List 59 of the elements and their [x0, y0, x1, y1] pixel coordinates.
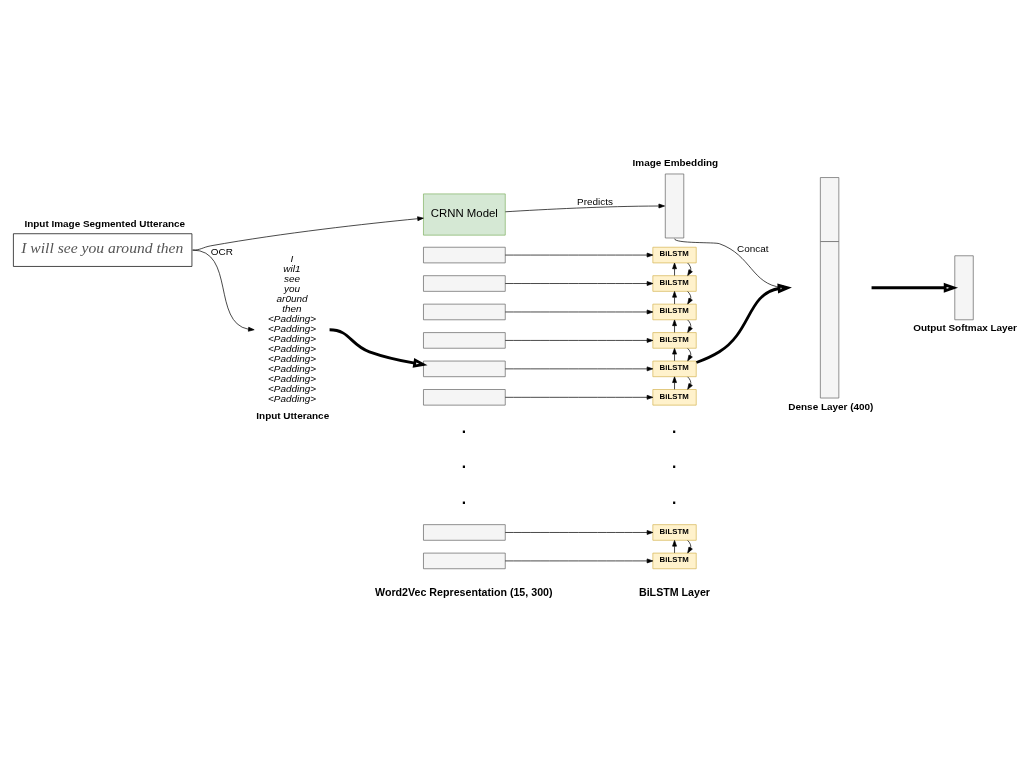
label: . [461, 454, 467, 472]
node-box [423, 389, 506, 406]
arrow [687, 540, 693, 554]
node-box: BiLSTM [652, 389, 697, 406]
node-box: BiLSTM [652, 552, 697, 570]
label: . [672, 489, 677, 507]
arrow [192, 249, 255, 332]
node-label: Image Embedding [632, 157, 719, 169]
arrow [504, 309, 654, 315]
node-label: Input Image Segmented Utterance [24, 218, 186, 230]
arrow [687, 348, 693, 362]
node-box: BiLSTM [652, 303, 697, 321]
node-box [423, 360, 506, 378]
label: . [461, 418, 467, 436]
node-box: BiLSTM [652, 275, 697, 292]
node-text: I wil1 see you ar0und then <Padding> <Padding> <Padding> <Padding> <Padding> <Padding> <Padding> <Padding> <Padding> Input Utterance [256, 253, 330, 421]
arrow [687, 291, 693, 305]
node-box [423, 303, 506, 321]
label: . [461, 489, 467, 507]
arrow [687, 376, 693, 390]
node-label: Output Softmax Layer [913, 322, 1017, 334]
arrow [672, 540, 677, 554]
node-box [423, 246, 506, 264]
edge-label: OCR [210, 246, 233, 258]
node-box: CRNN Model [423, 193, 506, 236]
label: BiLSTM Layer [638, 586, 711, 599]
node-box [423, 552, 506, 570]
arrow [672, 262, 677, 276]
edge-label: Concat [737, 242, 769, 254]
node-box: BiLSTM [652, 524, 697, 541]
label: . [672, 418, 677, 436]
arrow [504, 252, 654, 258]
arrow [192, 216, 424, 251]
edge-label: Predicts [577, 195, 613, 207]
arrow [687, 319, 693, 333]
node-box: BiLSTM [652, 246, 697, 264]
arrow [871, 282, 959, 293]
arrow [329, 328, 428, 368]
node-box [423, 524, 506, 541]
node-box: I will see you around then [13, 233, 193, 267]
arrow [505, 203, 665, 213]
arrow [687, 262, 693, 276]
arrow [672, 319, 677, 333]
label: . [672, 454, 677, 472]
node-label: Dense Layer (400) [788, 400, 874, 412]
arrow [504, 394, 654, 400]
arrow [672, 376, 677, 390]
node-box: BiLSTM [652, 332, 697, 349]
arrow [672, 291, 677, 305]
node-box: BiLSTM [652, 360, 697, 378]
arrow [504, 530, 654, 535]
arrow [504, 281, 654, 286]
arrow [504, 558, 654, 564]
arrow [504, 366, 654, 372]
label: Word2Vec Representation (15, 300) [375, 586, 553, 599]
arrow [672, 348, 677, 362]
arrow [504, 338, 654, 343]
node-box [423, 332, 506, 349]
node-box [423, 275, 506, 292]
